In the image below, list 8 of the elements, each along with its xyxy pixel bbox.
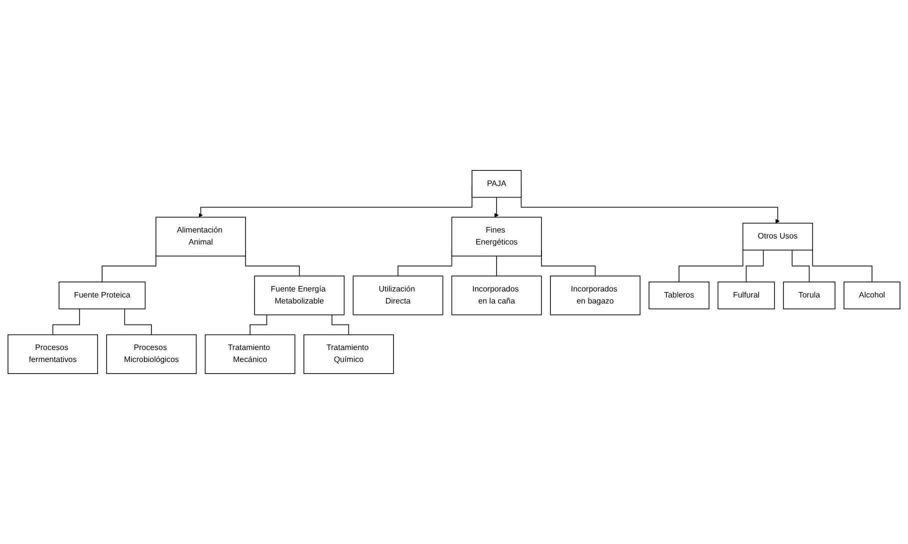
connector [332, 314, 350, 336]
connector [792, 250, 810, 282]
connector [52, 308, 80, 336]
connector [496, 256, 497, 276]
connector [250, 314, 268, 336]
arrow [494, 196, 499, 218]
connector [746, 250, 764, 282]
connector [124, 308, 152, 336]
